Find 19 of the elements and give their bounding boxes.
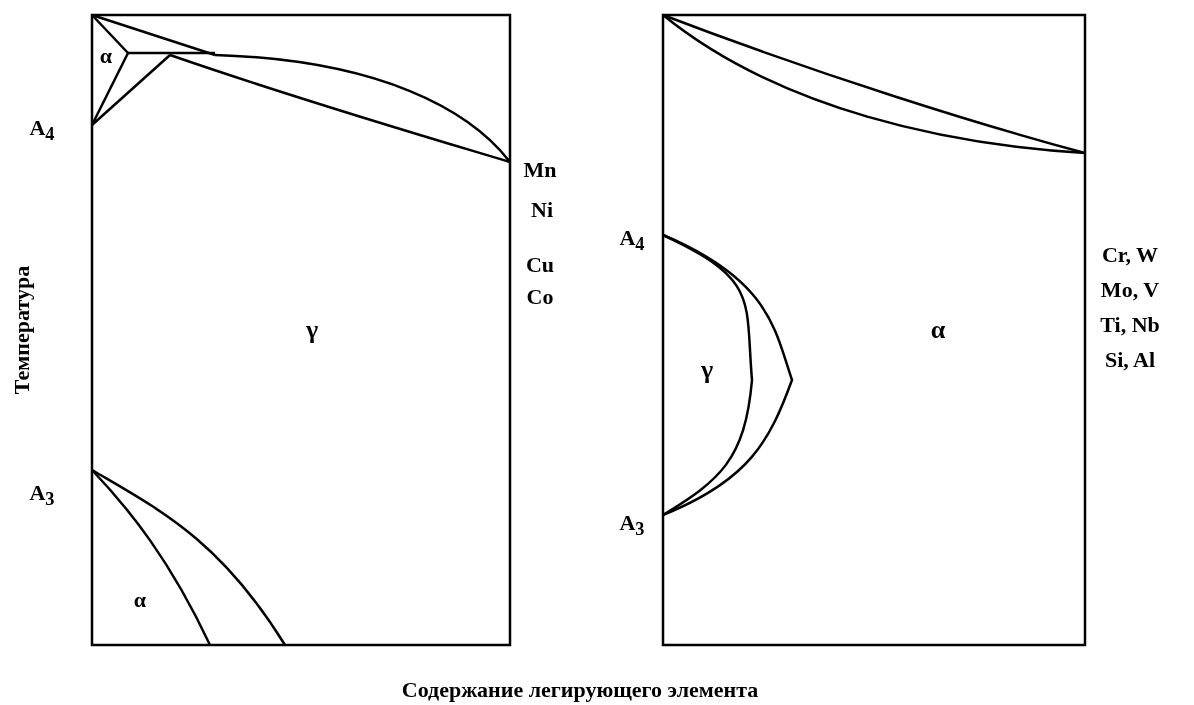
phase-label: α bbox=[930, 317, 946, 343]
axis-title: Температура bbox=[11, 265, 33, 395]
point-label: A$_{3}$ bbox=[619, 511, 645, 539]
element-label: Cu bbox=[525, 254, 555, 276]
element-label: Ni bbox=[531, 199, 553, 221]
element-label: Ti, Nb bbox=[1100, 314, 1160, 336]
axis-title: Содержание легирующего элемента bbox=[401, 679, 759, 701]
phase-label: α bbox=[99, 45, 113, 67]
element-label: Co bbox=[526, 286, 554, 308]
phase-label: γ bbox=[700, 357, 714, 383]
element-label: Si, Al bbox=[1104, 349, 1156, 371]
phase-label: γ bbox=[305, 317, 319, 343]
element-label: Mn bbox=[523, 159, 557, 181]
phase-label: α bbox=[133, 589, 147, 611]
element-label: Cr, W bbox=[1101, 244, 1159, 266]
point-label: A$_{4}$ bbox=[29, 116, 55, 144]
element-label: Mo, V bbox=[1100, 279, 1160, 301]
point-label: A$_{4}$ bbox=[619, 226, 645, 254]
point-label: A$_{3}$ bbox=[29, 481, 55, 509]
